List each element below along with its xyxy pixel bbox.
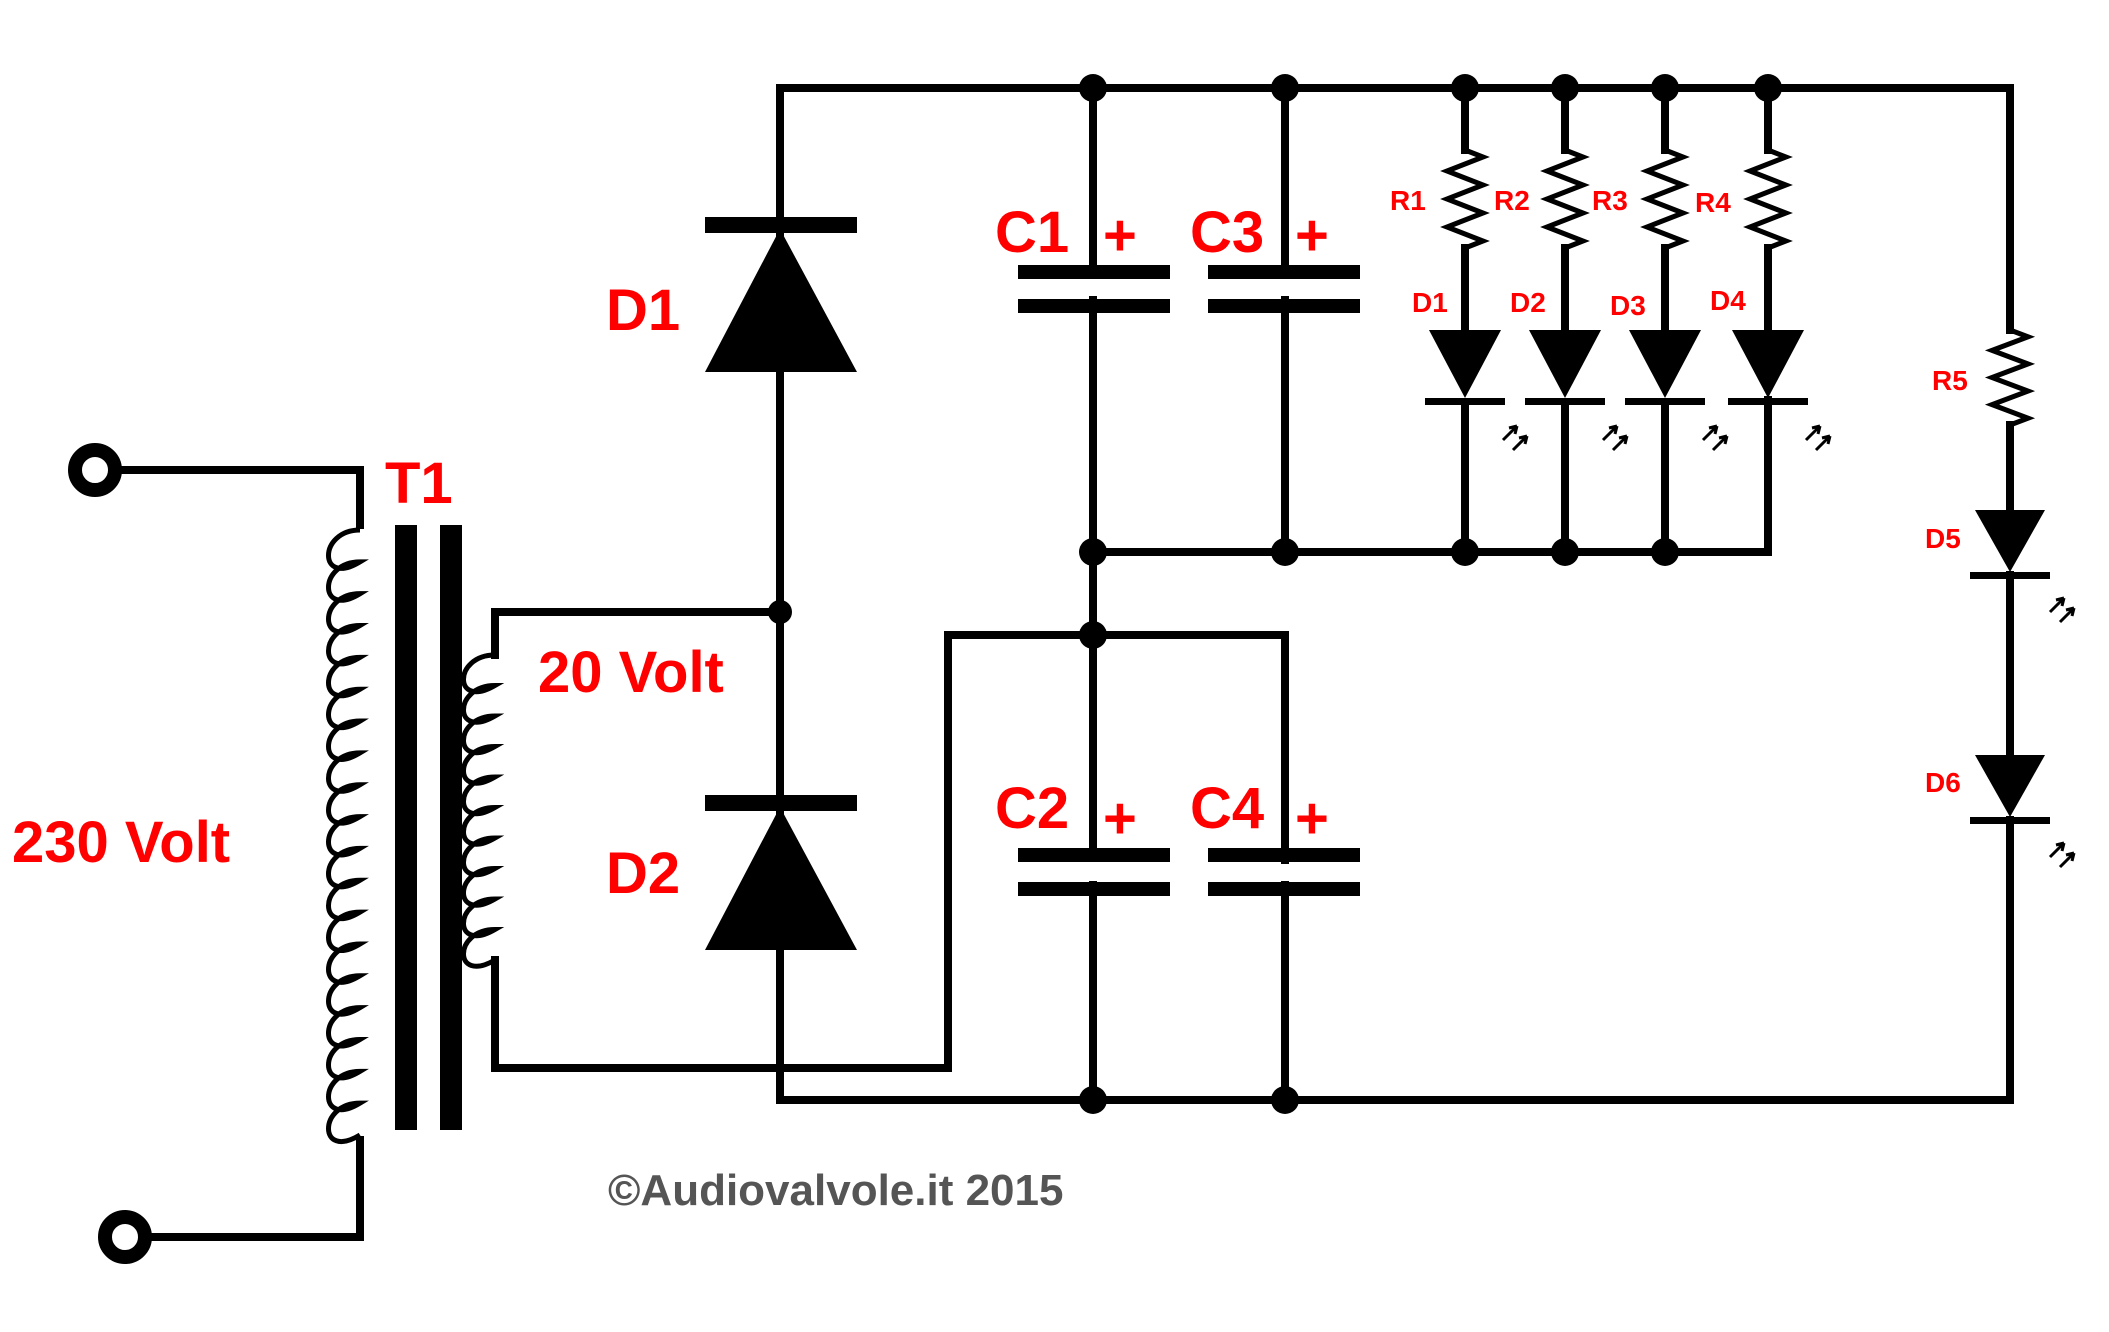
led-triangle [1732,330,1804,398]
diode-d2 [705,795,857,950]
resistor-zigzag [1540,147,1590,251]
led-light-arrows [1701,424,1729,452]
rectifier-column [776,84,2014,1104]
cap-c4-plus: + [1295,786,1329,851]
resistor-r2-label: R2 [1494,185,1530,216]
led-d3-label: D3 [1610,290,1646,321]
resistor-zigzag [1743,147,1793,251]
junction-dots [768,74,1782,1114]
led-light-arrows [1804,424,1832,452]
center-tap-wire [944,631,1289,1072]
led-d1-label: D1 [1412,287,1448,318]
rectifier-d1-label: D1 [606,278,680,343]
led-light-arrows [1601,424,1629,452]
resistor-r3-label: R3 [1592,185,1628,216]
resistor-r1-label: R1 [1390,185,1426,216]
diode-d1 [705,217,857,372]
resistor-zigzag [1640,147,1690,251]
right-branch [1970,84,2076,1104]
led-triangle [1429,330,1501,398]
led-triangle [1529,330,1601,398]
secondary-winding [461,608,952,1072]
cap-c4-label: C4 [1190,776,1264,841]
cap-c2-label: C2 [995,776,1069,841]
resistor-r5-label: R5 [1932,365,1968,396]
led-branches [1425,84,1832,556]
rectifier-d2-label: D2 [606,841,680,906]
secondary-voltage-label: 20 Volt [538,640,724,705]
transformer-core [395,525,462,1130]
led-d2-label: D2 [1510,287,1546,318]
cap-c1-label: C1 [995,200,1069,265]
led-d6-label: D6 [1925,767,1961,798]
transformer-label: T1 [385,451,453,516]
resistor-zigzag [1440,147,1490,251]
led-d4-label: D4 [1710,285,1746,316]
led-branch-4 [1728,84,1832,556]
led-d5-label: D5 [1925,523,1961,554]
cap-c1-plus: + [1103,203,1137,268]
led-branch-2 [1525,84,1629,556]
input-terminals [68,443,364,1264]
led-triangle [1629,330,1701,398]
led-light-arrows [1501,424,1529,452]
resistor-r4-label: R4 [1695,187,1731,218]
primary-winding [326,527,369,1144]
capacitor-column-1 [1018,84,1170,1104]
copyright-text: ©Audiovalvole.it 2015 [608,1166,1063,1215]
cap-c2-plus: + [1103,786,1137,851]
cap-c3-plus: + [1295,203,1329,268]
input-voltage-label: 230 Volt [12,810,230,875]
led-branch-1 [1425,84,1529,556]
led-branch-3 [1625,84,1729,556]
cap-c3-label: C3 [1190,200,1264,265]
capacitor-column-2 [1208,84,1360,1104]
